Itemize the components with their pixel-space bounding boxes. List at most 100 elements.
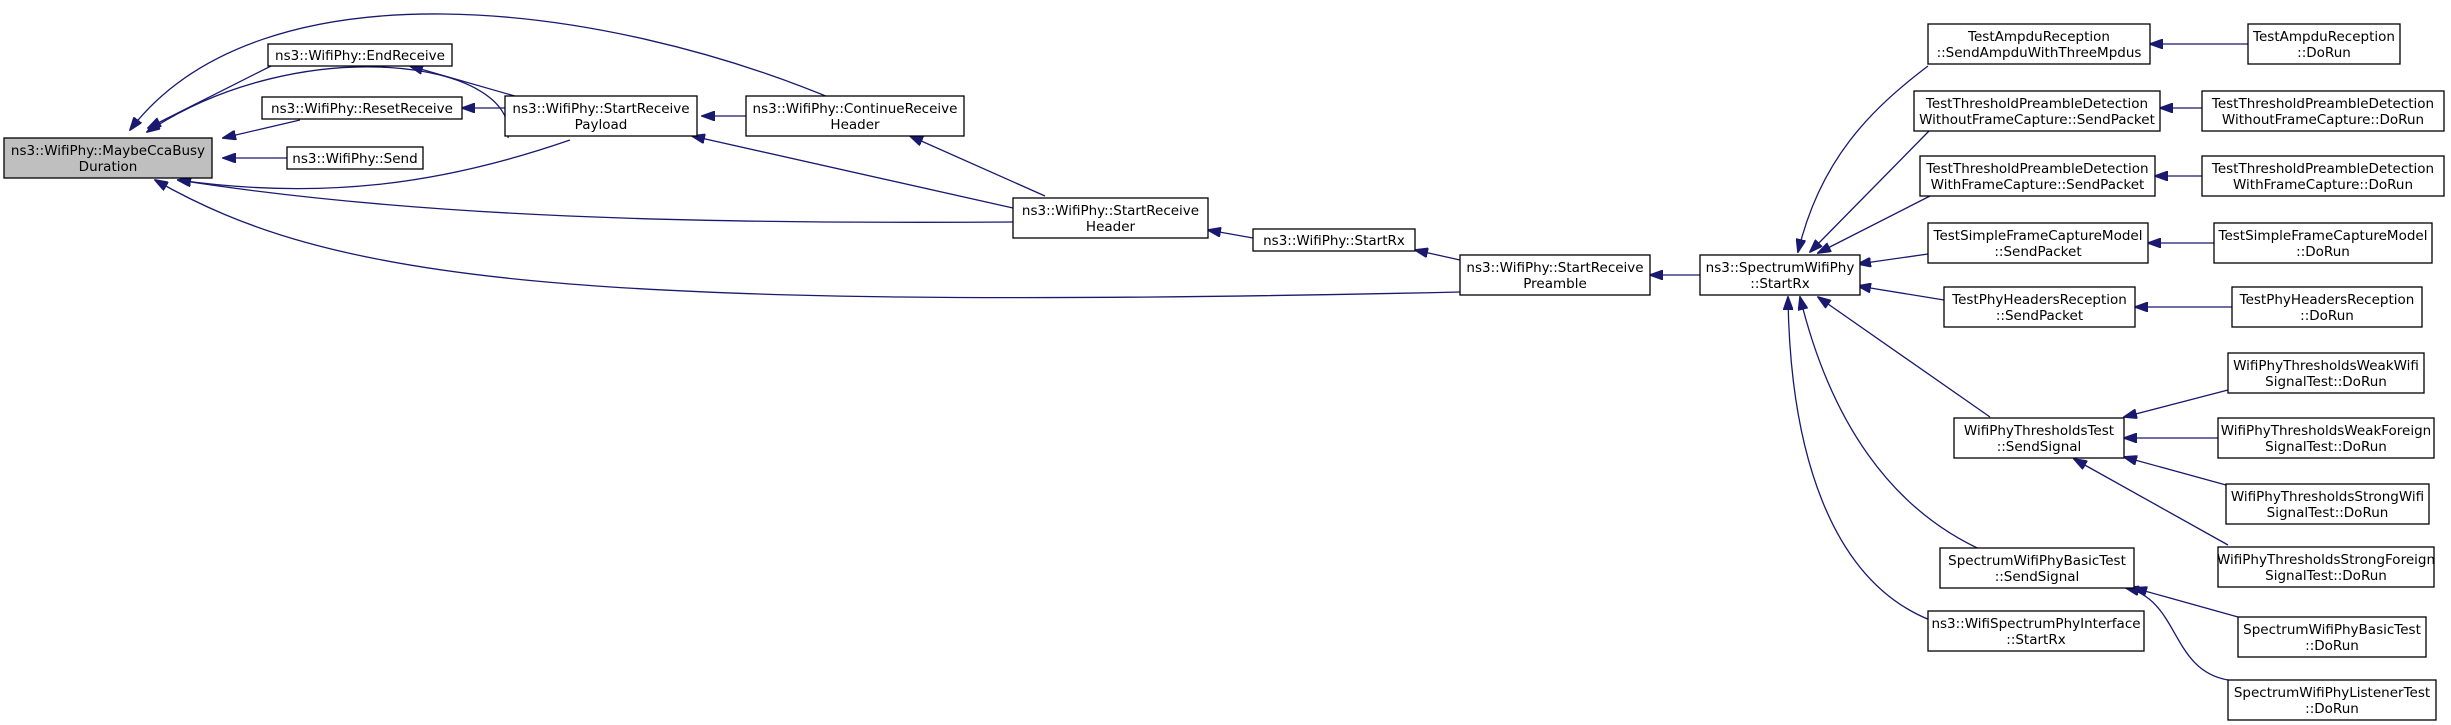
edge-swpbt-to-swpstartrx xyxy=(1800,297,1987,553)
node-tphr-send[interactable]: TestPhyHeadersReception::SendPacket xyxy=(1943,286,2136,328)
node-wptww-run[interactable]: WifiPhyThresholdsWeakWifiSignalTest::DoR… xyxy=(2227,352,2425,394)
node-label-line: WithoutFrameCapture::SendPacket xyxy=(1919,112,2155,128)
node-tpdwofc-run[interactable]: TestThresholdPreambleDetectionWithoutFra… xyxy=(2201,90,2445,132)
node-label-line: TestThresholdPreambleDetection xyxy=(2211,161,2434,177)
node-label-line: WifiPhyThresholdsTest xyxy=(1964,423,2114,439)
edge-wptt-to-swpstartrx xyxy=(1818,297,1991,418)
node-tsfcm-send[interactable]: TestSimpleFrameCaptureModel::SendPacket xyxy=(1927,222,2149,264)
node-box xyxy=(2201,90,2445,132)
edge-srheader-to-maybe xyxy=(178,180,1014,223)
edge-startrx-to-srheader xyxy=(1208,230,1254,239)
node-label-line: TestSimpleFrameCaptureModel xyxy=(2218,228,2428,244)
node-label-line: ns3::WifiPhy::StartReceive xyxy=(1466,260,1643,276)
node-tpdwfc-send[interactable]: TestThresholdPreambleDetectionWithFrameC… xyxy=(1919,155,2156,197)
node-wptt-send[interactable]: WifiPhyThresholdsTest::SendSignal xyxy=(1953,417,2125,459)
edge-swpbtrun-to-swpbt xyxy=(2134,588,2239,618)
node-box xyxy=(1927,222,2149,264)
edge-srpreamble-to-startrx xyxy=(1415,250,1461,261)
node-swpbt-send[interactable]: SpectrumWifiPhyBasicTest::SendSignal xyxy=(1939,547,2135,589)
node-box xyxy=(1927,610,2145,652)
node-box xyxy=(3,137,213,179)
node-label-line: SignalTest::DoRun xyxy=(2267,505,2389,521)
node-box xyxy=(1927,23,2151,65)
edges-layer xyxy=(130,13,2248,681)
node-box xyxy=(745,95,965,137)
edge-ampdusend-to-swpstartrx xyxy=(1798,65,1929,252)
node-label-line: ::DoRun xyxy=(2296,244,2350,260)
node-label-line: ns3::WifiPhy::ResetReceive xyxy=(271,101,453,117)
node-box xyxy=(286,146,424,170)
node-label-line: ns3::WifiPhy::Send xyxy=(292,151,417,167)
edge-wptwwrun-to-wptt xyxy=(2124,389,2229,417)
node-tpdwofc-send[interactable]: TestThresholdPreambleDetectionWithoutFra… xyxy=(1913,90,2161,132)
node-box xyxy=(1012,197,1209,239)
node-label-line: TestPhyHeadersReception xyxy=(2239,292,2415,308)
node-box xyxy=(1459,254,1651,296)
node-resetrecv[interactable]: ns3::WifiPhy::ResetReceive xyxy=(261,96,463,120)
node-box xyxy=(2201,155,2445,197)
edge-srheader-to-srpayload xyxy=(692,136,1014,209)
node-box xyxy=(2213,222,2433,264)
edge-swpltrun-to-swpbt xyxy=(2126,588,2229,681)
node-tpdwfc-run[interactable]: TestThresholdPreambleDetectionWithFrameC… xyxy=(2201,155,2445,197)
node-swpbt-run[interactable]: SpectrumWifiPhyBasicTest::DoRun xyxy=(2237,616,2427,658)
node-label-line: WithFrameCapture::DoRun xyxy=(2233,177,2413,193)
node-tsfcm-run[interactable]: TestSimpleFrameCaptureModel::DoRun xyxy=(2213,222,2433,264)
node-ampdudorun[interactable]: TestAmpduReception::DoRun xyxy=(2247,23,2401,65)
node-label-line: Payload xyxy=(575,117,628,133)
node-swpstartrx[interactable]: ns3::SpectrumWifiPhy::StartRx xyxy=(1699,254,1861,296)
node-label-line: Preamble xyxy=(1523,276,1587,292)
node-wptsw-run[interactable]: WifiPhyThresholdsStrongWifiSignalTest::D… xyxy=(2225,483,2430,525)
node-startrx[interactable]: ns3::WifiPhy::StartRx xyxy=(1252,228,1416,252)
node-endrecv[interactable]: ns3::WifiPhy::EndReceive xyxy=(267,43,453,67)
node-box xyxy=(2227,679,2437,721)
node-label-line: SignalTest::DoRun xyxy=(2265,374,2387,390)
node-label-line: SpectrumWifiPhyListenerTest xyxy=(2234,685,2430,701)
node-box xyxy=(261,96,463,120)
node-label-line: ns3::WifiPhy::ContinueReceive xyxy=(753,101,958,117)
edge-srpayload2-to-maybe xyxy=(178,139,571,190)
node-tphr-run[interactable]: TestPhyHeadersReception::DoRun xyxy=(2231,286,2423,328)
node-box xyxy=(1252,228,1416,252)
edge-srpayload-to-maybe xyxy=(147,66,509,139)
node-wptsf-run[interactable]: WifiPhyThresholdsStrongForeignSignalTest… xyxy=(2217,546,2435,588)
node-wspi-startrx[interactable]: ns3::WifiSpectrumPhyInterface::StartRx xyxy=(1927,610,2145,652)
node-swplt-run[interactable]: SpectrumWifiPhyListenerTest::DoRun xyxy=(2227,679,2437,721)
node-label-line: ns3::WifiPhy::MaybeCcaBusy xyxy=(11,143,205,159)
node-label-line: WifiPhyThresholdsWeakWifi xyxy=(2233,358,2419,374)
edge-resetreceive-to-maybe xyxy=(223,119,301,138)
node-label-line: ::SendAmpduWithThreeMpdus xyxy=(1937,45,2142,61)
node-label-line: TestThresholdPreambleDetection xyxy=(1925,96,2148,112)
node-label-line: ns3::SpectrumWifiPhy xyxy=(1706,260,1855,276)
node-label-line: Duration xyxy=(79,159,138,175)
node-send[interactable]: ns3::WifiPhy::Send xyxy=(286,146,424,170)
node-label-line: SignalTest::DoRun xyxy=(2265,568,2387,584)
node-ampdusend[interactable]: TestAmpduReception::SendAmpduWithThreeMp… xyxy=(1927,23,2151,65)
node-label-line: WifiPhyThresholdsWeakForeign xyxy=(2221,423,2432,439)
node-label-line: TestAmpduReception xyxy=(2252,29,2395,45)
node-label-line: WithFrameCapture::SendPacket xyxy=(1931,177,2145,193)
node-box xyxy=(2217,417,2435,459)
node-label-line: TestThresholdPreambleDetection xyxy=(2211,96,2434,112)
edge-wptsfrun-to-wptt xyxy=(2074,459,2229,546)
edge-tpdwofc-to-swpstartrx xyxy=(1810,129,1931,252)
edge-tsfcm-to-swpstartrx xyxy=(1858,253,1929,264)
edge-tphr-to-swpstartrx xyxy=(1858,286,1945,301)
node-label-line: ::DoRun xyxy=(2297,45,2351,61)
node-wptwf-run[interactable]: WifiPhyThresholdsWeakForeignSignalTest::… xyxy=(2217,417,2435,459)
node-label-line: Header xyxy=(1086,219,1136,235)
node-label-line: SpectrumWifiPhyBasicTest xyxy=(1948,553,2126,569)
edge-endreceive-to-maybe xyxy=(148,63,276,128)
edge-contrecv-to-maybe xyxy=(130,13,841,130)
node-box xyxy=(2217,546,2435,588)
node-box xyxy=(2225,483,2430,525)
node-box xyxy=(1919,155,2156,197)
edge-srheader-to-contrecv xyxy=(910,136,1046,197)
node-label-line: TestPhyHeadersReception xyxy=(1951,292,2127,308)
